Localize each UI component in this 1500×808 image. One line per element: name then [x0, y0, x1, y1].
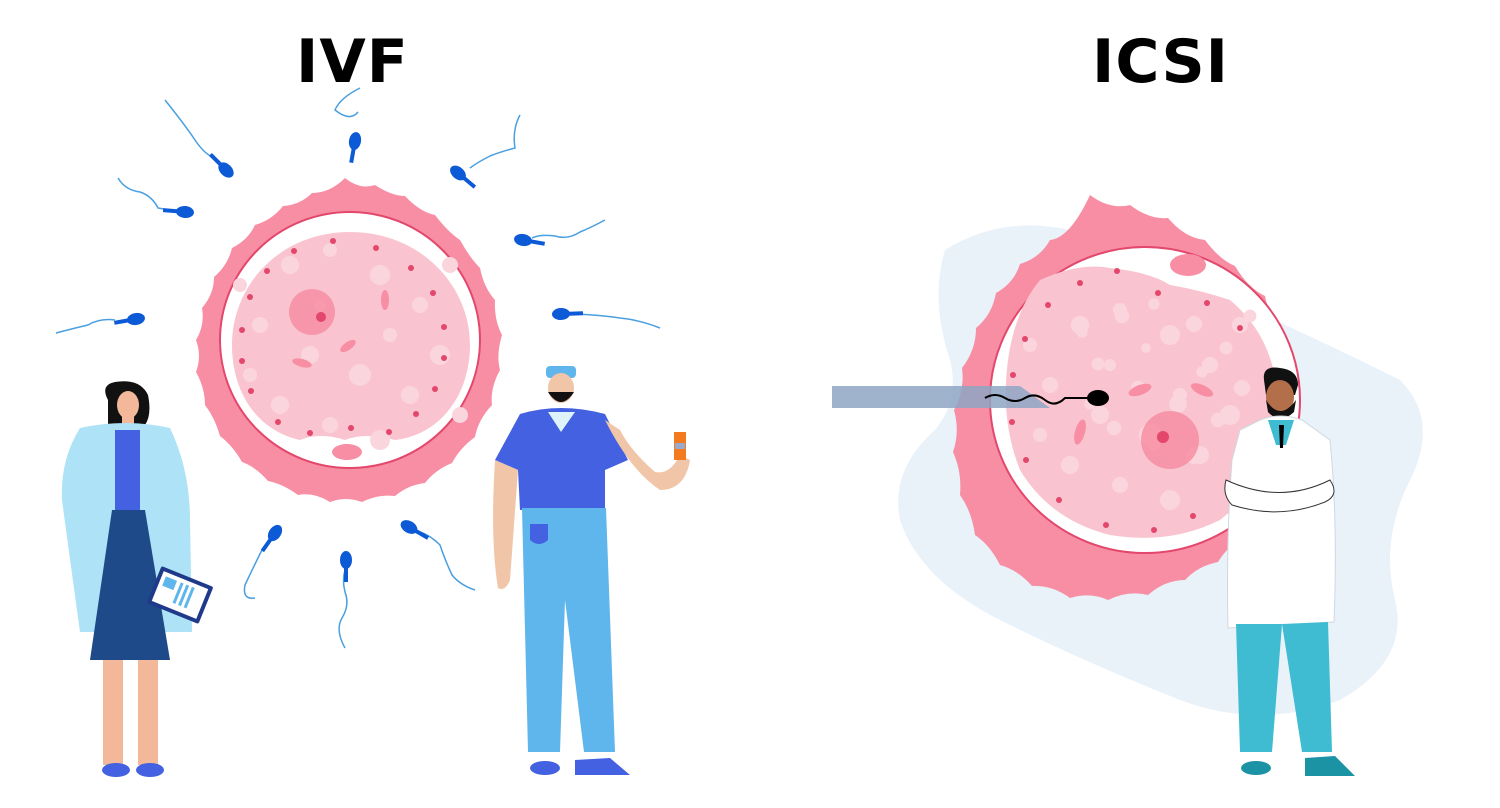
- egg-dots: [239, 238, 447, 436]
- icsi-egg: [953, 195, 1301, 600]
- icsi-sperm: [984, 390, 1109, 406]
- micropipette: [832, 386, 1050, 408]
- male-doctor-scrubs: [493, 366, 690, 775]
- lab-coat: [1227, 415, 1336, 629]
- clipboard-icon: [147, 566, 213, 624]
- polar-body: [332, 444, 362, 460]
- surgical-cap: [546, 366, 576, 378]
- ivf-egg: [196, 178, 502, 502]
- left-arm: [493, 460, 518, 589]
- ivf-sperm-heads: [113, 132, 584, 582]
- face: [1266, 380, 1294, 414]
- blouse: [115, 430, 140, 510]
- tie: [1279, 425, 1284, 448]
- skirt: [90, 510, 170, 660]
- icsi-title: ICSI: [1092, 27, 1230, 97]
- nucleus: [289, 289, 335, 335]
- male-doctor-coat: [1224, 367, 1355, 776]
- nucleus: [1141, 411, 1199, 469]
- scrubs-pants: [522, 508, 615, 752]
- beard: [1266, 400, 1296, 419]
- polar-body: [1170, 254, 1206, 276]
- face: [117, 391, 139, 419]
- pants-right: [1282, 622, 1332, 752]
- egg-dots: [1009, 268, 1243, 533]
- scrubs-top: [495, 408, 628, 510]
- pants-left: [1236, 624, 1282, 752]
- ivf-title: IVF: [296, 27, 409, 97]
- right-arm: [605, 420, 690, 490]
- beard: [548, 392, 574, 402]
- crossed-arms: [1224, 479, 1335, 513]
- female-doctor: [61, 381, 213, 777]
